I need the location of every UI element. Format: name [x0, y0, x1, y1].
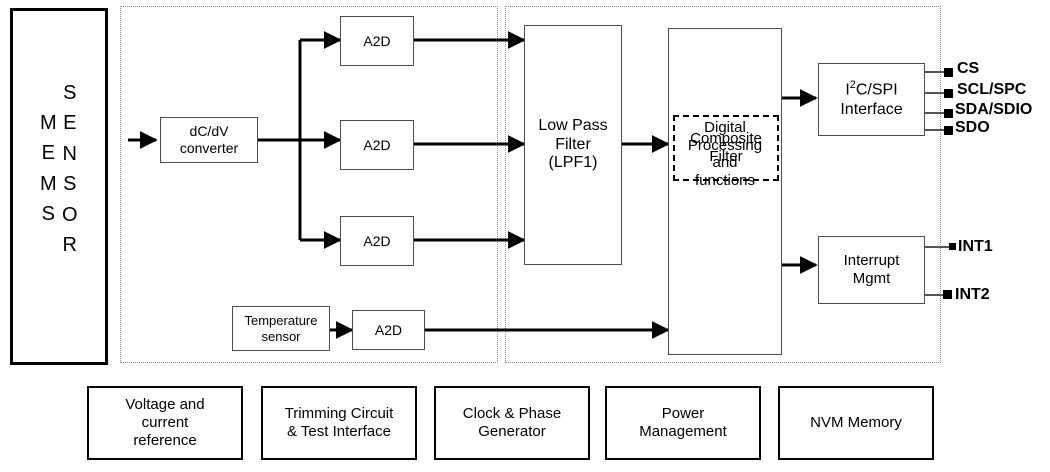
composite-filter-block: Composite Filter — [673, 115, 779, 181]
composite-filter-line2: Filter — [709, 148, 743, 165]
temperature-sensor-line2: sensor — [261, 328, 301, 344]
digital-domain-boundary — [505, 6, 941, 363]
support-2-line1: Clock & Phase — [462, 405, 562, 423]
support-3-line2: Management — [639, 423, 727, 440]
pin-square-scl-spc — [944, 89, 953, 98]
serial-interface-line1: I2C/SPI — [845, 79, 897, 100]
serial-superscript-2: 2 — [849, 79, 856, 92]
sensor-letter-s2: S — [63, 173, 77, 196]
pin-square-sdo — [944, 126, 953, 135]
clock-phase-generator-block: Clock & Phase Generator — [434, 386, 590, 460]
pin-square-sda-sdio — [944, 109, 953, 118]
serial-protocol: C/SPI — [855, 81, 898, 99]
digital-processing-block: Digital Processing and functions — [668, 28, 782, 355]
pin-square-cs — [944, 68, 953, 77]
lpf-line3: (LPF1) — [548, 154, 598, 172]
a2d-label-2: A2D — [363, 136, 391, 153]
lpf-line2: Filter — [555, 135, 591, 153]
processing-line3: and — [712, 154, 738, 172]
pin-square-int1 — [949, 243, 956, 250]
sensor-letter-r: R — [62, 233, 77, 256]
sensor-letter-o: O — [62, 203, 78, 226]
sensor-label-column: S E N S O R — [62, 78, 78, 260]
temperature-sensor-line1: Temperature — [244, 313, 318, 329]
pin-label-cs: CS — [957, 60, 980, 77]
temperature-sensor-block: Temperature sensor — [232, 306, 330, 351]
support-2-line2: Generator — [478, 423, 546, 440]
dcdv-line2: converter — [179, 140, 239, 156]
mems-letter-s: S — [41, 203, 55, 226]
mems-sensor-block — [10, 8, 108, 365]
a2d-block-2: A2D — [340, 120, 414, 170]
a2d-label-3: A2D — [363, 232, 391, 249]
serial-interface-line2: Interface — [840, 100, 903, 118]
support-1-line2: & Test Interface — [287, 423, 391, 440]
support-0-line1: Voltage and — [125, 396, 205, 414]
support-0-line3: reference — [133, 431, 197, 449]
power-management-block: Power Management — [605, 386, 761, 460]
composite-filter-line1: Composite — [690, 130, 762, 148]
pin-label-int2: INT2 — [955, 286, 990, 303]
i2c-spi-interface-block: I2C/SPI Interface — [818, 63, 925, 136]
a2d-block-1: A2D — [340, 16, 414, 66]
pin-label-scl-spc: SCL/SPC — [957, 81, 1027, 98]
trimming-circuit-test-interface-block: Trimming Circuit & Test Interface — [261, 386, 417, 460]
support-0-line2: current — [141, 414, 189, 432]
support-1-line1: Trimming Circuit — [284, 405, 394, 423]
mems-letter-m2: M — [40, 172, 57, 195]
sensor-letter-n: N — [62, 142, 77, 165]
interrupt-mgmt-block: Interrupt Mgmt — [818, 236, 925, 304]
interrupt-line2: Mgmt — [852, 270, 891, 287]
sensor-letter-s1: S — [63, 82, 77, 104]
mems-label-column: M E M S — [40, 108, 57, 230]
interrupt-line1: Interrupt — [843, 252, 900, 270]
lpf-line1: Low Pass — [538, 116, 608, 134]
pin-label-sdo: SDO — [955, 119, 990, 136]
a2d-block-3: A2D — [340, 216, 414, 266]
low-pass-filter-block: Low Pass Filter (LPF1) — [524, 25, 622, 265]
temperature-a2d-block: A2D — [352, 310, 425, 350]
pin-square-int2 — [943, 290, 952, 299]
processing-line1: Digital — [704, 119, 746, 136]
dcdv-line1: dC/dV — [189, 123, 229, 140]
temperature-a2d-label: A2D — [374, 321, 403, 338]
serial-i-char: I — [845, 81, 850, 99]
voltage-current-reference-block: Voltage and current reference — [87, 386, 243, 460]
support-3-line1: Power — [661, 405, 705, 423]
mems-letter-m1: M — [40, 112, 57, 134]
analog-domain-boundary — [120, 6, 498, 363]
nvm-memory-block: NVM Memory — [778, 386, 934, 460]
processing-line2: Processing — [687, 136, 763, 154]
mems-letter-e: E — [41, 142, 55, 165]
a2d-label-1: A2D — [363, 32, 391, 49]
pin-label-sda-sdio: SDA/SDIO — [955, 101, 1033, 118]
support-4-line1: NVM Memory — [810, 414, 902, 432]
sensor-letter-e: E — [63, 112, 77, 135]
dcdv-converter-block: dC/dV converter — [160, 117, 258, 163]
pin-label-int1: INT1 — [958, 238, 993, 255]
